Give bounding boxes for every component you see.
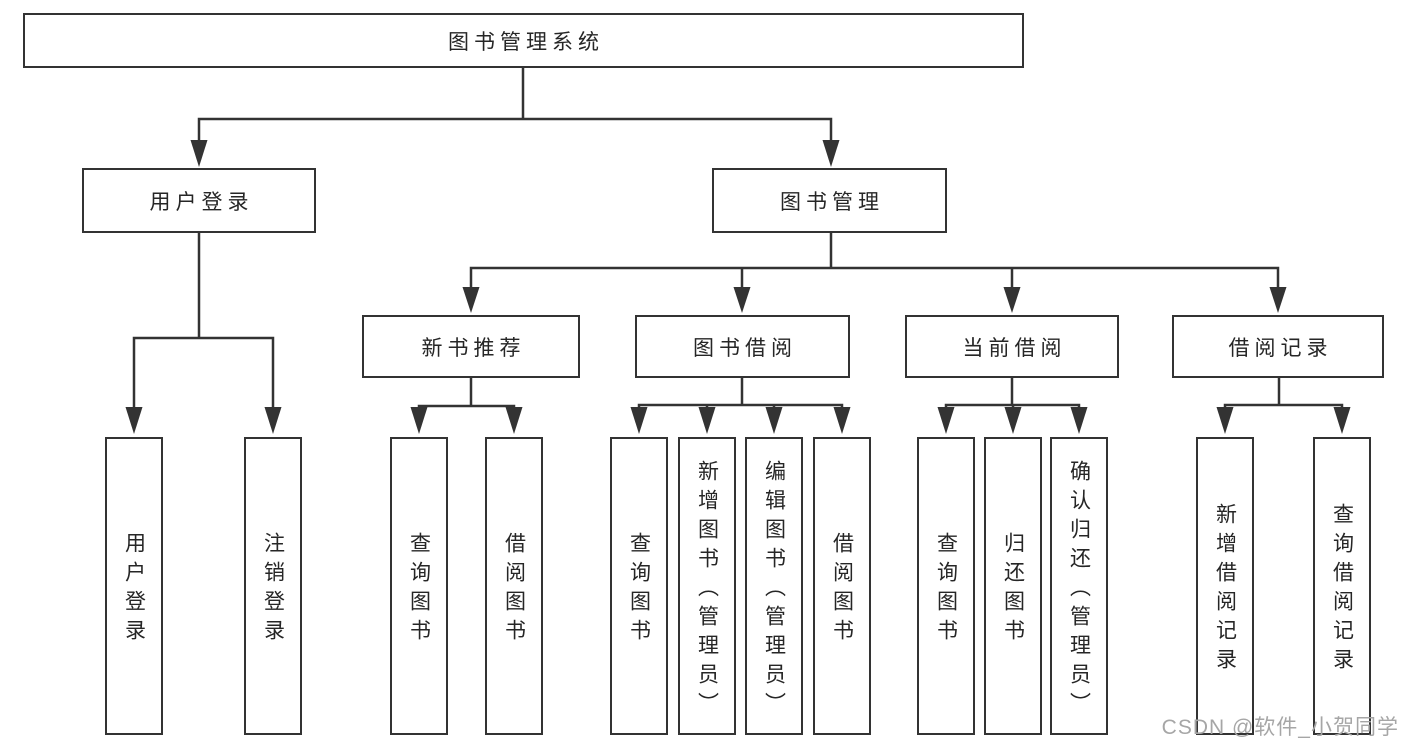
leaf-current-return-books: 归还图书 <box>984 437 1042 735</box>
leaf-current-query-books-label: 查询图书 <box>934 532 958 648</box>
leaf-borrowing-borrow-books-label: 借阅图书 <box>830 532 854 648</box>
node-new-book-recommend-label: 新书推荐 <box>421 336 526 360</box>
node-book-management-label: 图书管理 <box>780 190 884 214</box>
leaf-borrowing-add-books-admin-label: 新增图书（管理员） <box>695 459 719 721</box>
node-root-label: 图书管理系统 <box>448 30 604 54</box>
leaf-recommend-query-books: 查询图书 <box>390 437 448 735</box>
leaf-logout: 注销登录 <box>244 437 302 735</box>
node-user-login: 用户登录 <box>82 168 316 233</box>
leaf-borrowing-edit-books-admin: 编辑图书（管理员） <box>745 437 803 735</box>
watermark: CSDN @软件_小贺同学 <box>1161 716 1399 739</box>
leaf-recommend-query-books-label: 查询图书 <box>407 532 431 648</box>
node-book-borrowing-label: 图书借阅 <box>693 336 797 360</box>
node-borrowing-records-label: 借阅记录 <box>1228 336 1333 360</box>
node-root: 图书管理系统 <box>23 13 1024 68</box>
node-current-borrowing: 当前借阅 <box>905 315 1119 378</box>
arrowheads <box>125 140 1351 434</box>
leaf-records-query-record: 查询借阅记录 <box>1313 437 1371 735</box>
leaf-current-return-books-label: 归还图书 <box>1001 532 1025 648</box>
leaf-records-add-record-label: 新增借阅记录 <box>1213 503 1237 677</box>
leaf-recommend-borrow-books: 借阅图书 <box>485 437 543 735</box>
leaf-borrowing-borrow-books: 借阅图书 <box>813 437 871 735</box>
node-borrowing-records: 借阅记录 <box>1172 315 1384 378</box>
node-user-login-label: 用户登录 <box>149 190 254 214</box>
leaf-user-login: 用户登录 <box>105 437 163 735</box>
leaf-current-confirm-return-admin-label: 确认归还（管理员） <box>1067 459 1091 721</box>
leaf-borrowing-query-books: 查询图书 <box>610 437 668 735</box>
node-book-management: 图书管理 <box>712 168 947 233</box>
leaf-user-login-label: 用户登录 <box>122 532 146 648</box>
leaf-records-add-record: 新增借阅记录 <box>1196 437 1254 735</box>
leaf-current-query-books: 查询图书 <box>917 437 975 735</box>
leaf-records-query-record-label: 查询借阅记录 <box>1330 503 1354 677</box>
node-current-borrowing-label: 当前借阅 <box>962 336 1067 360</box>
leaf-borrowing-add-books-admin: 新增图书（管理员） <box>678 437 736 735</box>
leaf-recommend-borrow-books-label: 借阅图书 <box>502 532 526 648</box>
node-new-book-recommend: 新书推荐 <box>362 315 580 378</box>
leaf-borrowing-edit-books-admin-label: 编辑图书（管理员） <box>762 459 786 721</box>
leaf-current-confirm-return-admin: 确认归还（管理员） <box>1050 437 1108 735</box>
node-book-borrowing: 图书借阅 <box>635 315 850 378</box>
leaf-borrowing-query-books-label: 查询图书 <box>627 532 651 648</box>
leaf-logout-label: 注销登录 <box>261 532 285 648</box>
